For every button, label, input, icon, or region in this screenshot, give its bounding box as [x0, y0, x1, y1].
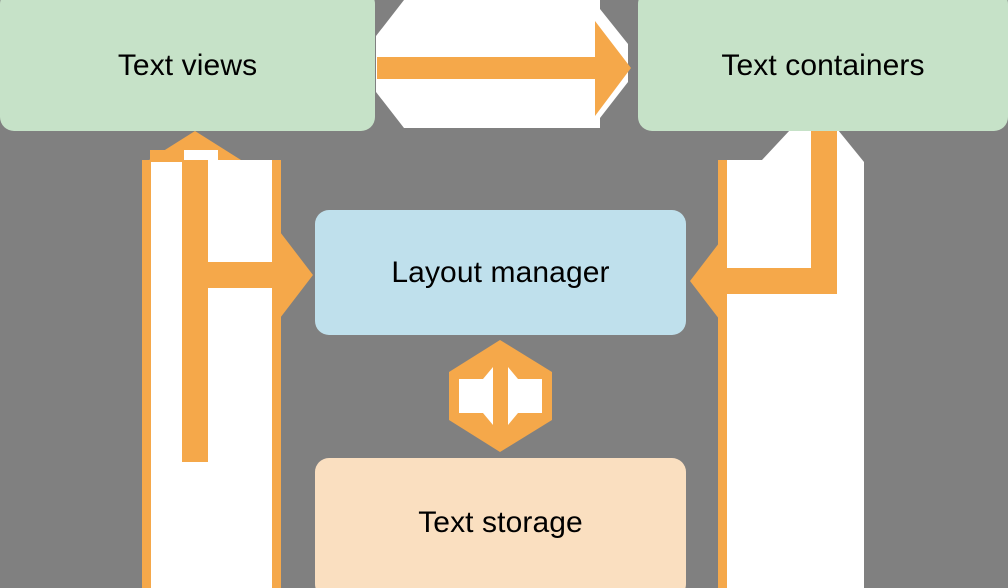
bidirectional-arrow-cutout-right: [508, 367, 542, 425]
connector-shaft-left-right-vertical: [272, 160, 281, 588]
bidirectional-arrow-body: [449, 340, 552, 452]
node-text-views[interactable]: [0, 0, 375, 131]
node-text-storage[interactable]: [315, 458, 686, 588]
connector-text-containers-to-layout-manager: [690, 130, 837, 588]
connector-layout-manager-to-text-storage: [449, 340, 552, 452]
node-layout-manager[interactable]: [315, 210, 686, 335]
connector-shaft-right-outer-vertical: [718, 160, 727, 588]
connector-shaft-left-outer-vertical: [142, 160, 151, 588]
connector-elbow-right-horizontal: [722, 268, 837, 294]
connector-elbow-left-vertical: [182, 160, 208, 462]
node-text-containers[interactable]: [638, 0, 1008, 131]
arrowhead-left-right-branch: [690, 234, 740, 328]
arrowhead-right-top: [581, 21, 631, 116]
bidirectional-arrow-cutout-left: [459, 367, 493, 425]
connector-shaft-right-vertical: [811, 130, 837, 282]
connector-text-views-to-layout-manager: [182, 160, 313, 588]
connector-text-views-to-text-containers: [377, 21, 631, 116]
arrowhead-right-left-branch: [263, 228, 313, 322]
connector-shaft-horizontal-top: [377, 57, 595, 79]
arrowhead-up-left: [149, 131, 241, 160]
